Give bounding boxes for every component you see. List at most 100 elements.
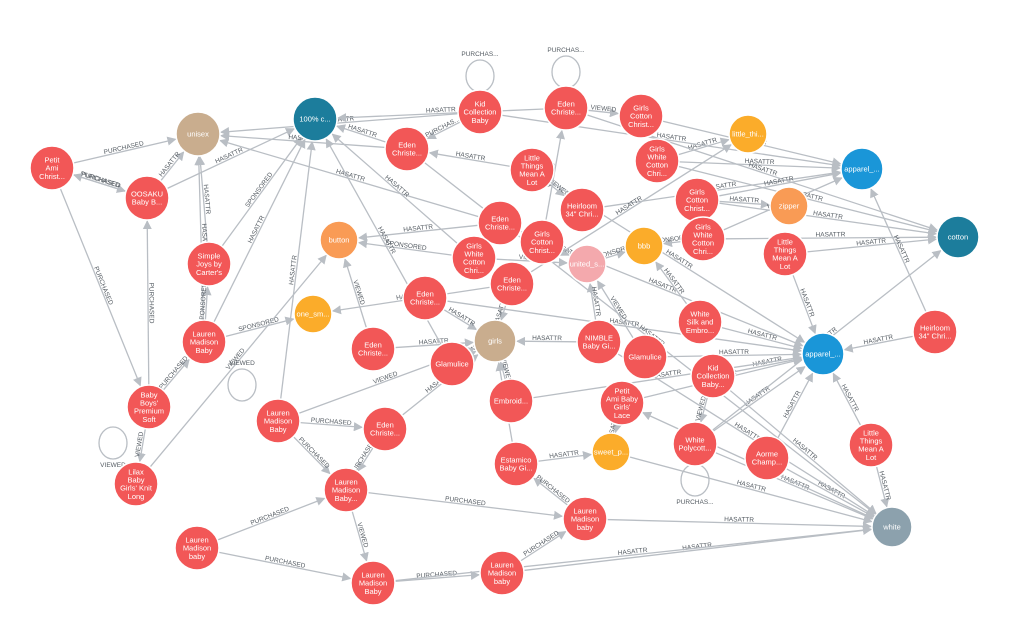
edge-line[interactable] — [343, 258, 368, 329]
edge-line[interactable] — [292, 436, 331, 475]
relationship-edge[interactable]: HASATTR — [532, 353, 803, 399]
edge-line[interactable] — [499, 304, 508, 321]
node-circle[interactable] — [350, 326, 396, 372]
relationship-edge[interactable]: HASATTR — [537, 450, 593, 462]
edge-line[interactable] — [533, 477, 569, 506]
edge-line[interactable] — [712, 366, 806, 432]
node-circle[interactable] — [489, 261, 535, 307]
edge-line[interactable] — [715, 451, 874, 520]
relationship-edge[interactable]: HASATTR — [523, 525, 873, 572]
node-circle[interactable] — [175, 111, 221, 157]
attribute-node[interactable]: one_sm... — [293, 294, 333, 334]
node-circle[interactable] — [677, 299, 723, 345]
edge-line[interactable] — [604, 250, 626, 259]
node-circle[interactable] — [479, 550, 525, 596]
relationship-edge[interactable]: PURCHASED — [394, 570, 480, 582]
edge-line[interactable] — [870, 188, 927, 313]
node-circle[interactable] — [402, 275, 448, 321]
edge-line[interactable] — [612, 423, 622, 434]
relationship-edge[interactable]: HASATTR — [806, 235, 938, 253]
edge-line[interactable] — [523, 525, 873, 572]
relationship-edge[interactable]: PURCHASED — [367, 492, 564, 520]
node-circle[interactable] — [936, 215, 980, 259]
edge-line[interactable] — [218, 551, 352, 582]
product-node[interactable]: Glamulice — [429, 341, 475, 387]
relationship-edge[interactable]: HASATTR — [792, 274, 817, 335]
node-circle[interactable] — [871, 506, 913, 548]
relationship-edge[interactable]: HASATTR — [718, 202, 938, 238]
self-loop-edge[interactable] — [465, 59, 495, 93]
attribute-node[interactable]: apparel_... — [801, 332, 845, 376]
node-circle[interactable] — [634, 138, 680, 184]
node-circle[interactable] — [769, 186, 809, 226]
node-circle[interactable] — [186, 241, 232, 287]
relationship-edge[interactable]: PURCHASED — [73, 136, 177, 164]
attribute-node[interactable]: button — [319, 220, 359, 260]
node-circle[interactable] — [848, 422, 894, 468]
node-circle[interactable] — [559, 187, 605, 233]
node-circle[interactable] — [384, 126, 430, 172]
relationship-edge[interactable]: HASATTR — [337, 106, 545, 123]
node-circle[interactable] — [762, 231, 808, 277]
relationship-edge[interactable]: HASATTR — [219, 138, 480, 218]
node-circle[interactable] — [562, 496, 608, 542]
edge-line[interactable] — [149, 254, 327, 468]
attribute-node[interactable]: cotton — [936, 215, 980, 259]
edge-line[interactable] — [73, 173, 127, 192]
edge-line[interactable] — [219, 138, 480, 218]
relationship-edge[interactable]: VIEWED — [134, 428, 146, 463]
relationship-edge[interactable]: PURCHASED — [520, 530, 567, 562]
attribute-node[interactable]: unisex — [175, 111, 221, 157]
relationship-edge[interactable]: HASATTR — [718, 196, 770, 209]
edge-line[interactable] — [537, 451, 593, 462]
node-circle[interactable] — [493, 441, 539, 487]
node-circle[interactable] — [362, 406, 408, 452]
relationship-edge[interactable]: HASATTR — [870, 188, 927, 313]
node-circle[interactable] — [519, 219, 565, 265]
edge-line[interactable] — [520, 230, 804, 347]
node-circle[interactable] — [618, 93, 664, 139]
edge-line[interactable] — [357, 224, 479, 242]
self-loop-edge[interactable] — [98, 426, 128, 460]
node-circle[interactable] — [840, 147, 884, 191]
edge-line[interactable] — [331, 133, 458, 245]
attribute-node[interactable]: girls — [473, 319, 517, 363]
edge-line[interactable] — [443, 308, 478, 331]
edge-line[interactable] — [806, 235, 938, 253]
relationship-edge[interactable]: HASATTR — [734, 355, 803, 373]
attribute-node[interactable]: bbb — [624, 226, 664, 266]
edge-line[interactable] — [299, 421, 363, 432]
edge-line[interactable] — [213, 138, 306, 323]
node-circle[interactable] — [672, 421, 718, 467]
node-circle[interactable] — [801, 332, 845, 376]
attribute-node[interactable]: sweet_p... — [591, 432, 631, 472]
self-loop-edge[interactable] — [680, 463, 710, 497]
edge-line[interactable] — [678, 165, 938, 235]
relationship-edge[interactable]: PURCHASED — [59, 188, 142, 387]
edge-line[interactable] — [136, 428, 146, 463]
relationship-edge[interactable]: HASATTR — [875, 466, 892, 508]
relationship-edge[interactable]: VIEWED — [587, 104, 620, 118]
relationship-edge[interactable]: VIEWED — [351, 510, 369, 562]
relationship-edge[interactable]: PURCHASED — [292, 436, 331, 475]
edge-line[interactable] — [729, 389, 877, 515]
relationship-edge[interactable]: SPONSORED — [199, 282, 212, 324]
relationship-edge[interactable]: PURCHAS... — [424, 116, 461, 140]
edge-line[interactable] — [724, 232, 937, 242]
node-circle[interactable] — [680, 216, 726, 262]
relationship-edge[interactable]: SPONSORED — [225, 316, 295, 338]
edge-line[interactable] — [59, 188, 142, 387]
node-circle[interactable] — [29, 145, 75, 191]
node-circle[interactable] — [429, 341, 475, 387]
edge-line[interactable] — [677, 137, 730, 156]
node-circle[interactable] — [576, 319, 622, 365]
